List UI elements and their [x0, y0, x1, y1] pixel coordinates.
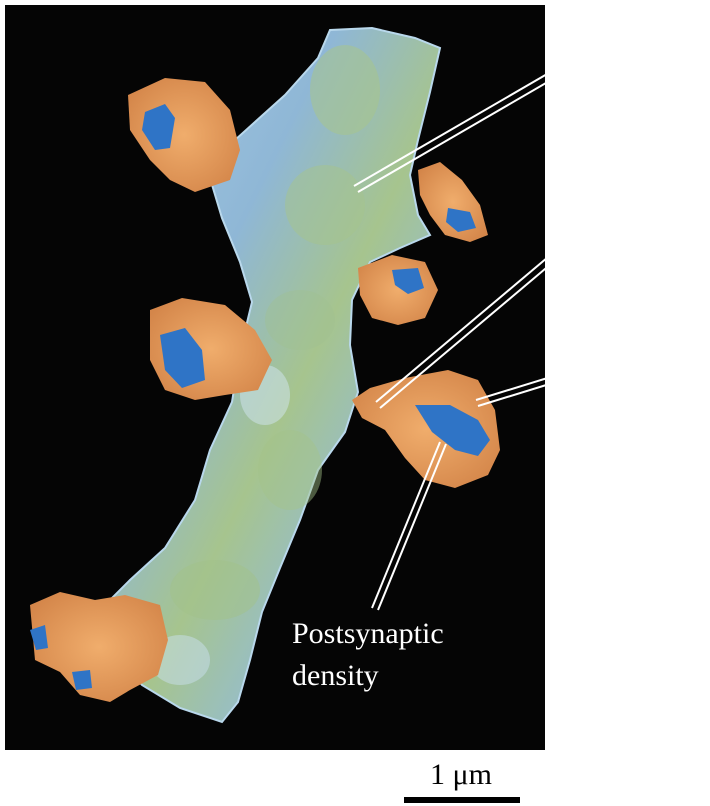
label-postsynaptic-density-line1: Postsynaptic [292, 616, 444, 652]
label-postsynaptic-density-line2: density [292, 658, 379, 694]
label-spine-head-line1: Spine [568, 366, 636, 402]
scale-bar-label: 1 μm [430, 758, 492, 792]
label-spine-neck-line1: Spine [568, 196, 636, 232]
dendrite-texture [285, 165, 365, 245]
dendrite-texture [310, 45, 380, 135]
dendrite-texture [258, 430, 322, 510]
label-dendrite: Dendrite [568, 60, 673, 96]
label-spine-head-line2: head [568, 408, 625, 444]
dendrite-texture [265, 290, 335, 350]
label-spine-neck-line2: neck [568, 236, 625, 272]
scale-bar [404, 797, 520, 803]
dendrite-texture [170, 560, 260, 620]
